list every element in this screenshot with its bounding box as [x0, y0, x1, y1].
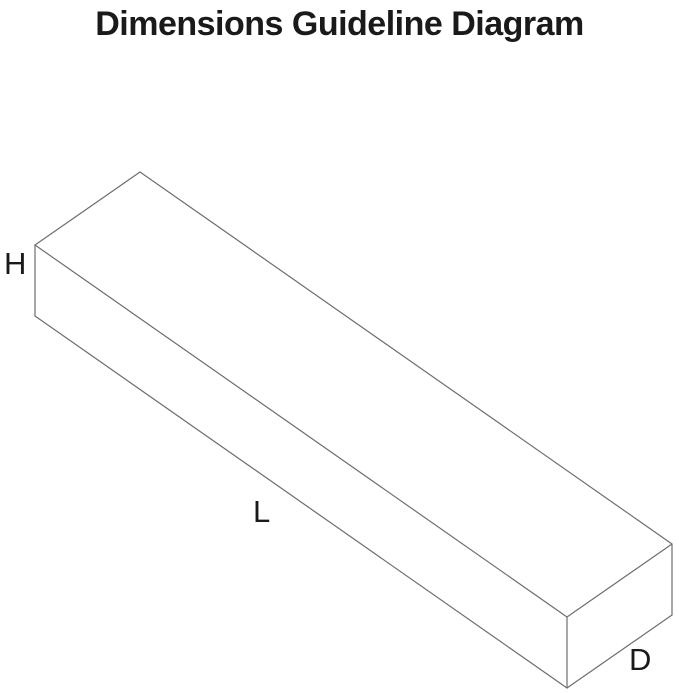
- length-label: L: [253, 494, 271, 529]
- box-edges: [34, 171, 673, 689]
- page-title: Dimensions Guideline Diagram: [95, 5, 584, 43]
- height-label: H: [4, 246, 27, 281]
- depth-label: D: [629, 642, 652, 677]
- box-bottom-edges: [34, 315, 673, 689]
- box-top-face: [34, 171, 673, 618]
